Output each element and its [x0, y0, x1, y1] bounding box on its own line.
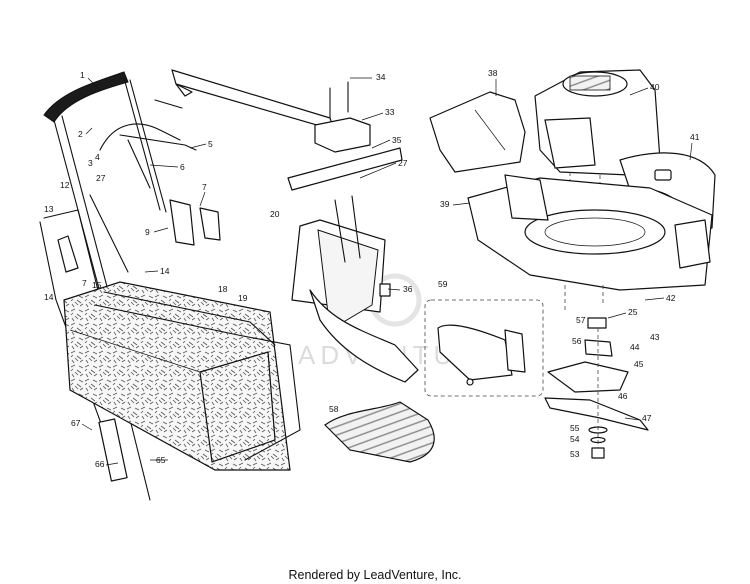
- discharge-chute: [291, 195, 419, 383]
- bracket-33: [314, 117, 371, 153]
- callout-label: 42: [666, 293, 676, 303]
- plate-35: [287, 147, 403, 191]
- callout-label: 6: [180, 162, 185, 172]
- callout-label: 18: [218, 284, 228, 294]
- cable-6: [127, 139, 151, 189]
- callout-label: 47: [642, 413, 652, 423]
- control-cable-5: [119, 134, 197, 151]
- callout-label: 66: [95, 459, 105, 469]
- callout-label: 59: [438, 279, 448, 289]
- callout-label: 35: [392, 135, 402, 145]
- callout-label: 54: [570, 434, 580, 444]
- callout-label: 5: [208, 139, 213, 149]
- covers: [429, 91, 716, 233]
- grass-bag: [63, 281, 301, 471]
- callout-labels: 1 2 3 4 5 6 7 7 9 12 13 14 14 15 18 19 2…: [44, 68, 700, 469]
- blade-adapter-43: [547, 361, 629, 393]
- bag-frame-18: [103, 291, 276, 346]
- adapter-57: [587, 317, 607, 329]
- mower-deck: [467, 174, 713, 310]
- callout-label: 2: [78, 129, 83, 139]
- bracket-7-upper: [169, 199, 195, 246]
- credit-text: Rendered by LeadVenture, Inc.: [288, 568, 462, 582]
- callout-label: 56: [572, 336, 582, 346]
- bag-frame-19: [94, 304, 301, 461]
- callout-label: 55: [570, 423, 580, 433]
- leader-lines: [81, 77, 693, 466]
- callout-label: 40: [650, 82, 660, 92]
- engine-cover-38: [429, 91, 526, 173]
- control-bail: [99, 123, 181, 151]
- callout-label: 9: [145, 227, 150, 237]
- callout-label: 25: [628, 307, 638, 317]
- callout-label: 41: [690, 132, 700, 142]
- callout-label: 45: [634, 359, 644, 369]
- handle-grip-left: [43, 71, 129, 123]
- callout-label: 36: [403, 284, 413, 294]
- callout-label: 15: [92, 280, 102, 290]
- callout-label: 4: [95, 152, 100, 162]
- handle-bracket-lower: [98, 418, 128, 482]
- callout-label: 13: [44, 204, 54, 214]
- bolt-36: [379, 283, 391, 297]
- callout-label: 39: [440, 199, 450, 209]
- mulch-kit: [424, 299, 544, 397]
- bracket-7-right: [199, 207, 221, 241]
- engine: [534, 69, 661, 232]
- callout-label: 67: [71, 418, 81, 428]
- callout-label: 1: [80, 70, 85, 80]
- part-56: [584, 339, 613, 357]
- kit-box-59: [424, 299, 544, 397]
- callout-label: 57: [576, 315, 586, 325]
- callout-label: 27: [398, 158, 408, 168]
- callout-label: 12: [60, 180, 70, 190]
- chute-tube: [309, 289, 419, 383]
- mulch-plug: [437, 324, 513, 381]
- callout-label: 14: [44, 292, 54, 302]
- callout-label: 19: [238, 293, 248, 303]
- callout-label: 7: [202, 182, 207, 192]
- bolt-53: [591, 447, 605, 459]
- handle-knob: [57, 235, 79, 273]
- deflector-58: [324, 401, 435, 463]
- callout-label: 58: [329, 404, 339, 414]
- callout-label: 7: [82, 278, 87, 288]
- callout-label: 27: [96, 173, 106, 183]
- callout-label: 44: [630, 342, 640, 352]
- handle-assembly: [39, 71, 221, 501]
- blade-47: [544, 397, 649, 431]
- deck-bracket: [504, 174, 549, 221]
- grass-bag-end: [199, 351, 276, 463]
- callout-label: 38: [488, 68, 498, 78]
- callout-label: 46: [618, 391, 628, 401]
- handle-tube-right: [123, 77, 161, 211]
- handle-bar-assembly: [171, 69, 403, 191]
- upper-bar: [171, 69, 335, 131]
- callout-label: 53: [570, 449, 580, 459]
- callout-label: 20: [270, 209, 280, 219]
- callout-label: 14: [160, 266, 170, 276]
- callout-label: 34: [376, 72, 386, 82]
- callout-label: 33: [385, 107, 395, 117]
- callout-label: 3: [88, 158, 93, 168]
- callout-label: 43: [650, 332, 660, 342]
- blade-assembly: [544, 317, 649, 459]
